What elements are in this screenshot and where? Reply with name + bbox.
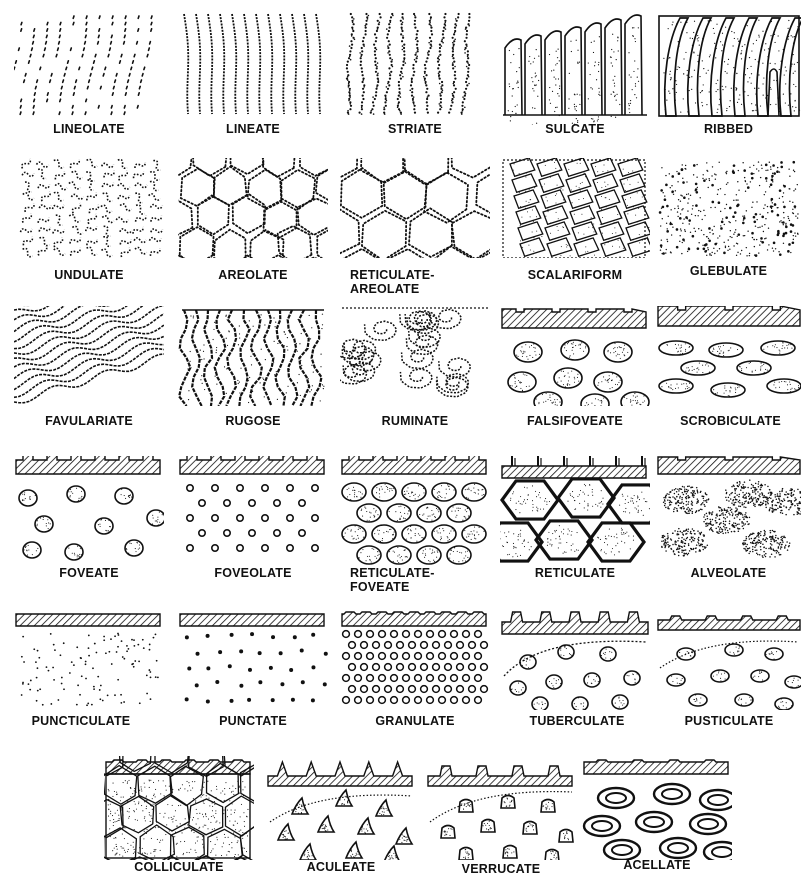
- label-reticulate-areolate-line2: AREOLATE: [350, 282, 419, 296]
- cell-foveate: FOVEATE: [14, 456, 164, 596]
- cell-scalariform: SCALARIFORM: [500, 158, 650, 298]
- lineate-illustration: [178, 10, 328, 125]
- cell-undulate: UNDULATE: [14, 158, 164, 298]
- cell-lineolate: LINEOLATE: [14, 10, 164, 150]
- label-undulate: UNDULATE: [14, 268, 164, 282]
- label-tuberculate: TUBERCULATE: [502, 714, 652, 728]
- label-rugose: RUGOSE: [178, 414, 328, 428]
- colliculate-illustration: [104, 756, 254, 860]
- rugose-illustration: [178, 306, 328, 406]
- cell-puncticulate: PUNCTICULATE: [14, 610, 164, 740]
- label-colliculate: COLLICULATE: [104, 860, 254, 874]
- scrobiculate-illustration: [656, 306, 801, 406]
- reticulate-areolate-illustration: [340, 158, 490, 258]
- cell-lineate: LINEATE: [178, 10, 328, 150]
- label-areolate: AREOLATE: [178, 268, 328, 282]
- cell-rugose: RUGOSE: [178, 306, 328, 446]
- glebulate-illustration: [656, 158, 801, 258]
- cell-striate: STRIATE: [340, 10, 490, 150]
- aculeate-illustration: [266, 756, 416, 860]
- label-scalariform: SCALARIFORM: [500, 268, 650, 282]
- alveolate-illustration: [656, 456, 801, 566]
- falsifoveate-illustration: [500, 306, 650, 406]
- areolate-illustration: [178, 158, 328, 258]
- cell-alveolate: ALVEOLATE: [656, 456, 806, 596]
- pusticulate-illustration: [656, 606, 801, 710]
- cell-ribbed: RIBBED: [656, 10, 806, 150]
- ribbed-illustration: [656, 10, 801, 125]
- cell-ruminate: RUMINATE: [340, 306, 490, 446]
- cell-verrucate: VERRUCATE: [426, 756, 576, 879]
- label-verrucate: VERRUCATE: [426, 862, 576, 876]
- cell-granulate: GRANULATE: [340, 610, 490, 740]
- label-reticulate-areolate-line1: RETICULATE-: [350, 268, 435, 282]
- cell-reticulate-areolate: RETICULATE- AREOLATE: [340, 158, 490, 298]
- ruminate-illustration: [340, 306, 490, 406]
- label-favulariate: FAVULARIATE: [14, 414, 164, 428]
- foveate-illustration: [14, 456, 164, 566]
- cell-sulcate: SULCATE: [500, 10, 650, 150]
- label-ribbed: RIBBED: [656, 122, 801, 136]
- label-pusticulate: PUSTICULATE: [654, 714, 804, 728]
- label-acellate: ACELLATE: [582, 858, 732, 872]
- cell-aculeate: ACULEATE: [266, 756, 416, 879]
- cell-pusticulate: PUSTICULATE: [656, 606, 806, 740]
- label-foveolate: FOVEOLATE: [178, 566, 328, 580]
- label-reticulate: RETICULATE: [500, 566, 650, 580]
- lineolate-illustration: [14, 10, 164, 125]
- cell-acellate: ACELLATE: [582, 756, 732, 879]
- label-falsifoveate: FALSIFOVEATE: [500, 414, 650, 428]
- label-reticulate-foveate-line2: FOVEATE: [350, 580, 410, 594]
- label-granulate: GRANULATE: [340, 714, 490, 728]
- label-sulcate: SULCATE: [500, 122, 650, 136]
- cell-favulariate: FAVULARIATE: [14, 306, 164, 446]
- striate-illustration: [340, 10, 490, 125]
- tuberculate-illustration: [500, 606, 650, 710]
- cell-reticulate-foveate: RETICULATE- FOVEATE: [340, 456, 490, 596]
- undulate-illustration: [14, 158, 164, 258]
- reticulate-foveate-illustration: [340, 456, 490, 566]
- label-aculeate: ACULEATE: [266, 860, 416, 874]
- favulariate-illustration: [14, 306, 164, 406]
- sulcate-illustration: [500, 10, 650, 125]
- cell-glebulate: GLEBULATE: [656, 158, 806, 298]
- label-glebulate: GLEBULATE: [656, 264, 801, 278]
- foveolate-illustration: [178, 456, 328, 566]
- label-alveolate: ALVEOLATE: [656, 566, 801, 580]
- label-ruminate: RUMINATE: [340, 414, 490, 428]
- cell-scrobiculate: SCROBICULATE: [656, 306, 806, 446]
- label-lineolate: LINEOLATE: [14, 122, 164, 136]
- punctate-illustration: [178, 610, 328, 710]
- cell-falsifoveate: FALSIFOVEATE: [500, 306, 650, 446]
- reticulate-illustration: [500, 456, 650, 566]
- scalariform-illustration: [500, 158, 650, 258]
- label-scrobiculate: SCROBICULATE: [658, 414, 803, 428]
- granulate-illustration: [340, 610, 490, 710]
- acellate-illustration: [582, 756, 732, 860]
- puncticulate-illustration: [14, 610, 164, 710]
- verrucate-illustration: [426, 756, 576, 860]
- cell-foveolate: FOVEOLATE: [178, 456, 328, 596]
- label-lineate: LINEATE: [178, 122, 328, 136]
- cell-tuberculate: TUBERCULATE: [500, 606, 650, 740]
- label-puncticulate: PUNCTICULATE: [6, 714, 156, 728]
- label-striate: STRIATE: [340, 122, 490, 136]
- label-foveate: FOVEATE: [14, 566, 164, 580]
- cell-punctate: PUNCTATE: [178, 610, 328, 740]
- label-reticulate-foveate-line1: RETICULATE-: [350, 566, 435, 580]
- cell-colliculate: COLLICULATE: [104, 756, 254, 879]
- cell-reticulate: RETICULATE: [500, 456, 650, 596]
- label-punctate: PUNCTATE: [178, 714, 328, 728]
- cell-areolate: AREOLATE: [178, 158, 328, 298]
